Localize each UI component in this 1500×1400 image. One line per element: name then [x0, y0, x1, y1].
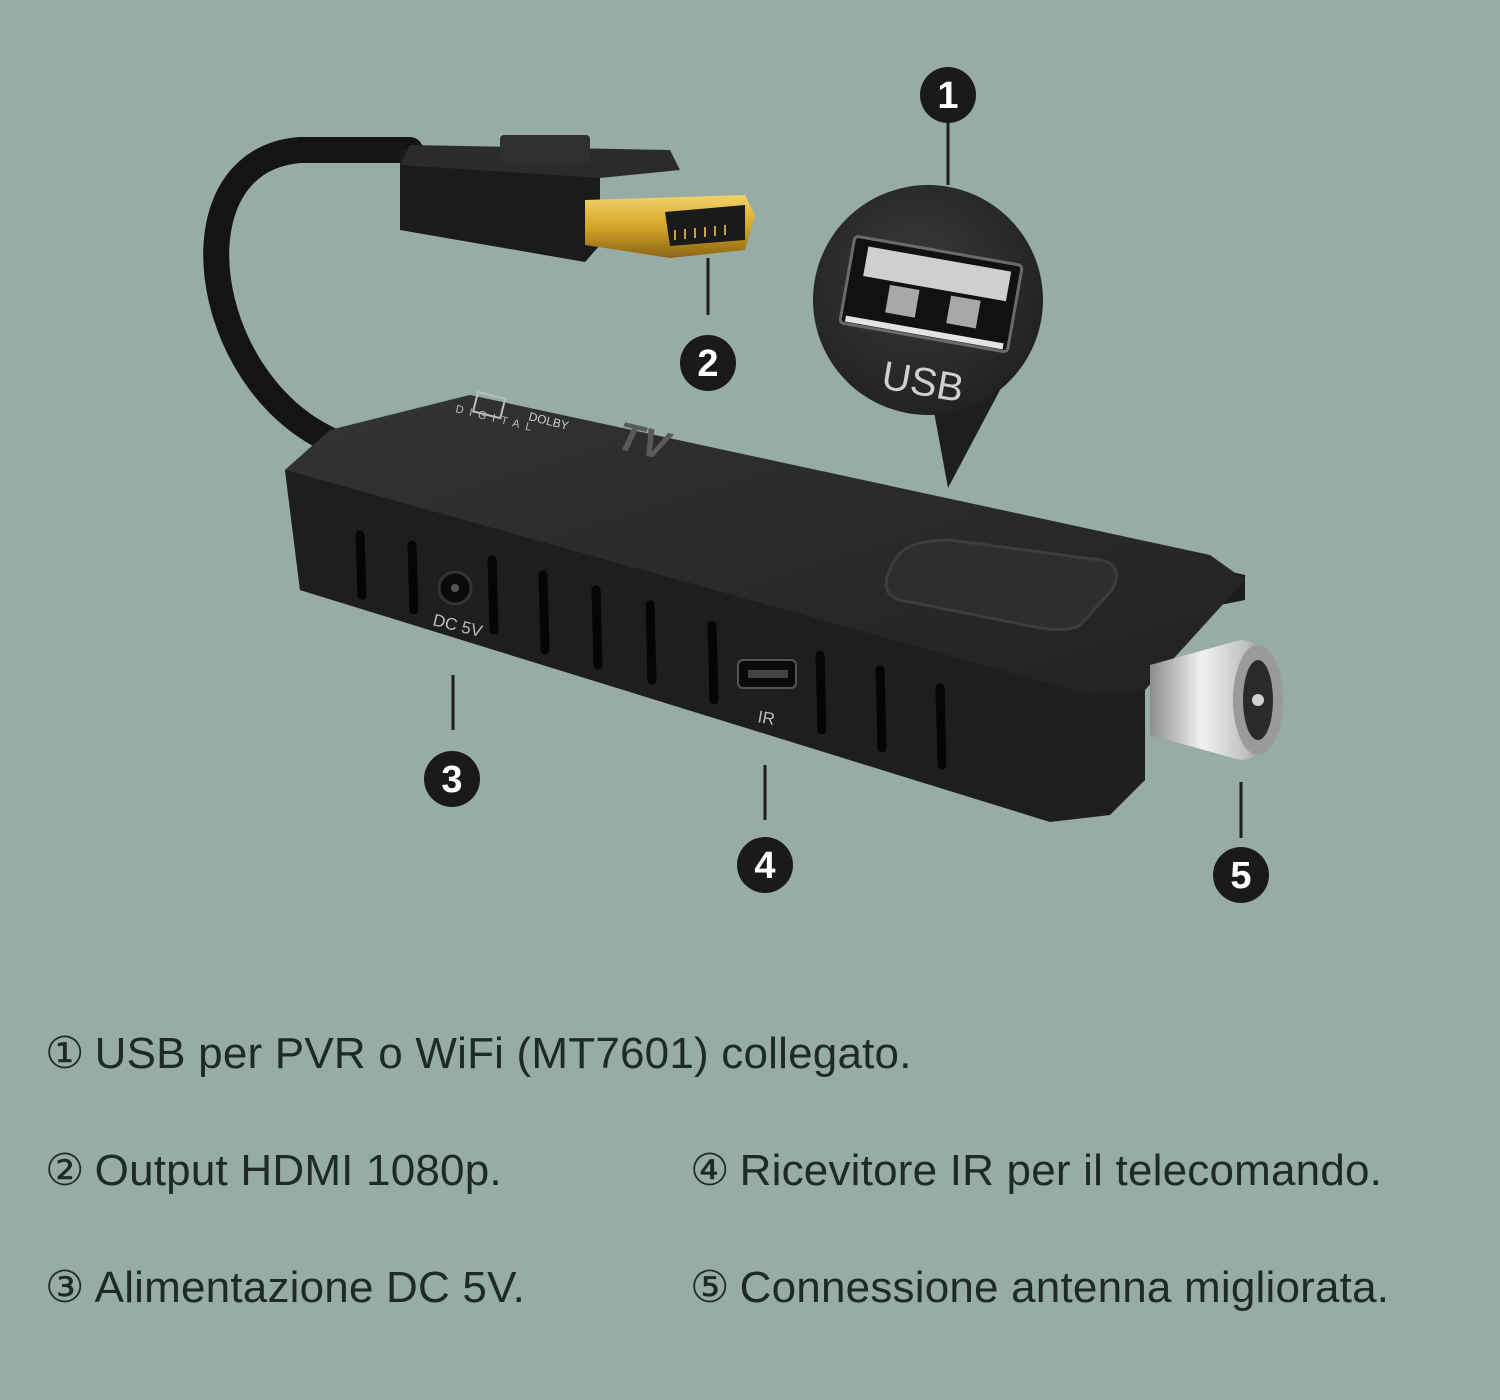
- svg-text:5: 5: [1230, 855, 1251, 897]
- caption-text: USB per PVR o WiFi (MT7601) collegato.: [94, 1029, 912, 1078]
- antenna-connector: [1150, 640, 1283, 760]
- callout-2: 2: [680, 335, 736, 391]
- tv-stick-device: [285, 395, 1283, 822]
- svg-text:1: 1: [937, 75, 958, 117]
- callout-4: 4: [737, 837, 793, 893]
- usb-zoom-callout: USB: [813, 185, 1043, 488]
- callout-1: 1: [920, 67, 976, 123]
- callout-lines: [451, 122, 1243, 838]
- usb-port: [838, 235, 1024, 354]
- callout-5: 5: [1213, 847, 1269, 903]
- caption-marker: ②: [45, 1146, 85, 1195]
- product-illustration: DOLBY DIGITAL TV DC 5V IR USB 1 2: [203, 67, 1283, 903]
- caption-text: Output HDMI 1080p.: [94, 1146, 502, 1195]
- caption-marker: ③: [45, 1263, 85, 1312]
- caption-text: Alimentazione DC 5V.: [94, 1263, 526, 1312]
- caption-marker: ⑤: [690, 1263, 730, 1312]
- caption-marker: ①: [45, 1029, 85, 1078]
- svg-text:3: 3: [441, 759, 462, 801]
- power-button: [884, 538, 1118, 631]
- caption-text: Ricevitore IR per il telecomando.: [739, 1146, 1383, 1195]
- svg-text:4: 4: [754, 845, 775, 887]
- hdmi-connector: [400, 135, 755, 262]
- caption-marker: ④: [690, 1146, 730, 1195]
- hdmi-cable: [203, 137, 423, 453]
- svg-text:2: 2: [697, 343, 718, 385]
- ir-label: IR: [756, 707, 776, 729]
- callout-3: 3: [424, 751, 480, 807]
- vent-slots: [355, 530, 947, 770]
- caption-text: Connessione antenna migliorata.: [739, 1263, 1390, 1312]
